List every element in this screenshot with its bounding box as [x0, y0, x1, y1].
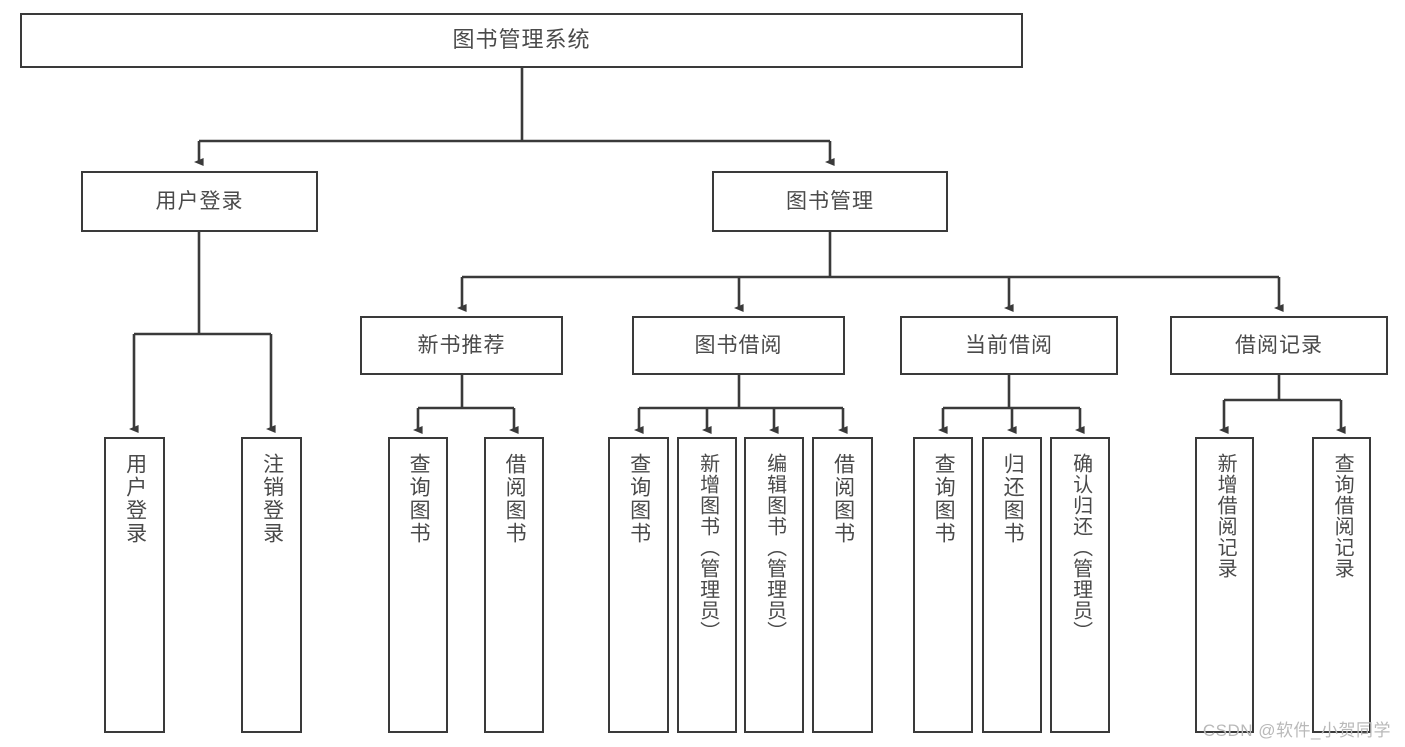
node-label: 查询图书 [627, 453, 651, 545]
node-label: 新增图书（管理员） [696, 453, 719, 642]
node-root-system[interactable]: 图书管理系统 [20, 13, 1023, 68]
node-label: 借阅图书 [503, 453, 527, 545]
leaf-borrow-borrow-book[interactable]: 借阅图书 [812, 437, 873, 733]
leaf-new-book-borrow[interactable]: 借阅图书 [484, 437, 544, 733]
node-label: 编辑图书（管理员） [763, 453, 786, 642]
node-label: 用户登录 [155, 189, 244, 213]
node-label: 图书管理 [786, 189, 874, 213]
node-label: 新书推荐 [417, 333, 506, 357]
node-label: 归还图书 [1001, 453, 1025, 545]
leaf-current-return-book[interactable]: 归还图书 [982, 437, 1042, 733]
node-label: 注销登录 [260, 453, 284, 545]
node-label: 查询图书 [407, 453, 431, 545]
node-book-borrow[interactable]: 图书借阅 [632, 316, 845, 375]
leaf-record-add-record[interactable]: 新增借阅记录 [1195, 437, 1254, 733]
leaf-new-book-query[interactable]: 查询图书 [388, 437, 448, 733]
node-current-borrow[interactable]: 当前借阅 [900, 316, 1118, 375]
leaf-record-query-record[interactable]: 查询借阅记录 [1312, 437, 1371, 733]
leaf-current-query-book[interactable]: 查询图书 [913, 437, 973, 733]
node-label: 确认归还（管理员） [1069, 453, 1092, 642]
leaf-borrow-add-book-admin[interactable]: 新增图书（管理员） [677, 437, 737, 733]
node-label: 借阅图书 [831, 453, 855, 545]
leaf-current-confirm-return-admin[interactable]: 确认归还（管理员） [1050, 437, 1110, 733]
node-borrow-record[interactable]: 借阅记录 [1170, 316, 1388, 375]
leaf-user-login-login[interactable]: 用户登录 [104, 437, 165, 733]
node-label: 借阅记录 [1235, 333, 1323, 357]
node-user-login[interactable]: 用户登录 [81, 171, 318, 232]
node-label: 图书管理系统 [452, 27, 591, 53]
node-label: 当前借阅 [965, 333, 1053, 357]
leaf-borrow-query-book[interactable]: 查询图书 [608, 437, 669, 733]
node-new-book-recommend[interactable]: 新书推荐 [360, 316, 563, 375]
node-label: 查询借阅记录 [1331, 453, 1354, 579]
node-label: 查询图书 [932, 453, 956, 545]
node-label: 新增借阅记录 [1214, 453, 1237, 579]
node-label: 图书借阅 [694, 333, 783, 357]
leaf-user-login-logout[interactable]: 注销登录 [241, 437, 302, 733]
node-book-management[interactable]: 图书管理 [712, 171, 948, 232]
node-label: 用户登录 [123, 453, 147, 545]
leaf-borrow-edit-book-admin[interactable]: 编辑图书（管理员） [744, 437, 804, 733]
